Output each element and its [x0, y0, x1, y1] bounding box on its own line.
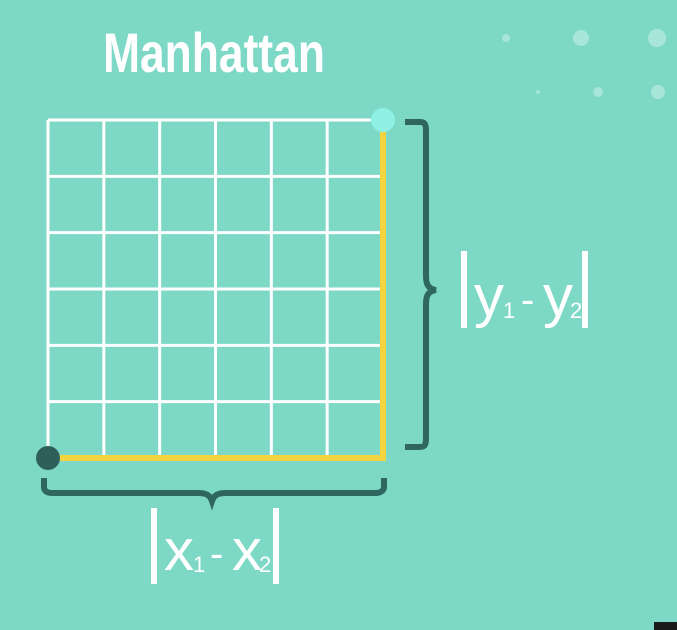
- x-var-b: x: [232, 518, 262, 583]
- x-minus: -: [210, 532, 223, 576]
- abs-bar-left: [151, 508, 157, 584]
- start-point: [36, 446, 60, 470]
- decorative-dots: [502, 29, 666, 99]
- abs-bar-right: [582, 251, 588, 328]
- decor-dot: [593, 87, 603, 97]
- decor-dot: [536, 90, 540, 94]
- end-point: [371, 108, 395, 132]
- y-sub-a: 1: [503, 298, 515, 323]
- corner-artifact: [654, 622, 677, 630]
- manhattan-path: [48, 120, 386, 461]
- horizontal-brace: [41, 478, 387, 511]
- decor-dot: [651, 85, 665, 99]
- x-distance-formula: x 1 - x 2: [151, 508, 279, 584]
- x-sub-a: 1: [193, 552, 205, 577]
- vertical-brace: [405, 119, 437, 450]
- abs-bar-right: [273, 508, 279, 584]
- y-var-b: y: [543, 264, 573, 329]
- abs-bar-left: [461, 251, 467, 328]
- y-sub-b: 2: [570, 298, 582, 323]
- x-sub-b: 2: [259, 552, 271, 577]
- decor-dot: [502, 34, 510, 42]
- decor-dot: [573, 30, 589, 46]
- y-minus: -: [521, 278, 534, 322]
- decor-dot: [648, 29, 666, 47]
- diagram-title: Manhattan: [103, 21, 325, 84]
- city-grid: [46, 118, 385, 460]
- y-distance-formula: y 1 - y 2: [461, 251, 588, 329]
- x-var-a: x: [164, 518, 194, 583]
- y-var-a: y: [474, 264, 504, 329]
